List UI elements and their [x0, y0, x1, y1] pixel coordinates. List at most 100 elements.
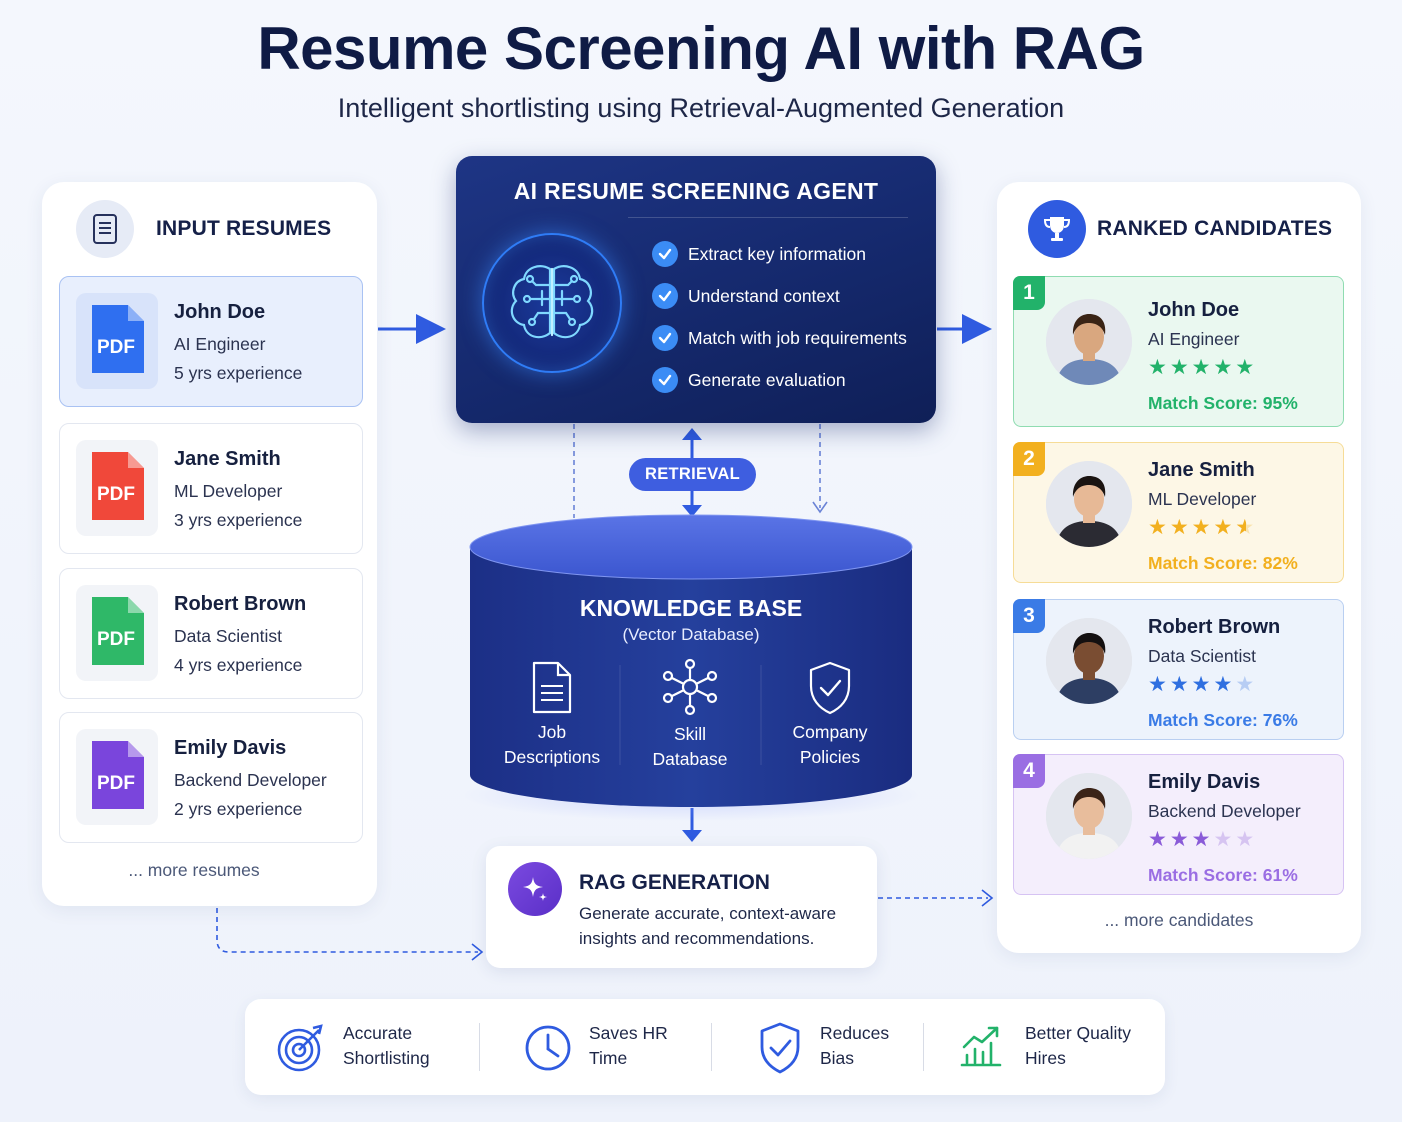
knowledge-base-subtitle: (Vector Database): [622, 625, 760, 644]
clock-icon: [525, 1025, 571, 1071]
avatar: [1046, 618, 1132, 704]
match-score: Match Score: 76%: [1148, 710, 1298, 730]
agent-step-label: Understand context: [688, 285, 840, 306]
candidate-role: Backend Developer: [1148, 801, 1301, 821]
candidate-rating: ★★★★★★★★★★: [1148, 515, 1257, 540]
star-icon: ★★: [1213, 356, 1236, 379]
star-icon: ★★: [1191, 516, 1214, 539]
rank-badge: 2: [1013, 442, 1045, 476]
star-icon: ★★: [1169, 673, 1192, 696]
resume-role: AI Engineer: [174, 334, 266, 354]
growth-chart-icon: [960, 1026, 1002, 1067]
candidate-name: Jane Smith: [1148, 459, 1255, 481]
avatar: [1046, 299, 1132, 385]
pdf-label: PDF: [97, 629, 135, 650]
shield-check-icon: [809, 661, 851, 715]
rank-badge: 4: [1013, 754, 1045, 788]
resume-role: Data Scientist: [174, 626, 282, 646]
pdf-file-icon: [92, 305, 144, 373]
resume-name: Jane Smith: [174, 448, 281, 470]
benefit-divider: [479, 1023, 480, 1071]
network-icon: [662, 658, 718, 716]
resume-name: Emily Davis: [174, 737, 287, 759]
pdf-file-icon: [92, 741, 144, 809]
agent-divider: [628, 217, 908, 218]
resume-name: Robert Brown: [174, 593, 307, 615]
more-resumes-link[interactable]: ... more resumes: [128, 860, 260, 880]
candidate-name: Emily Davis: [1148, 771, 1261, 793]
ai-screening-agent: AI RESUME SCREENING AGENT Extract key in…: [456, 156, 936, 423]
star-icon: ★★: [1169, 828, 1192, 851]
star-icon: ★★: [1169, 516, 1192, 539]
star-icon: ★★: [1213, 673, 1236, 696]
star-icon: ★★: [1169, 356, 1192, 379]
star-icon: ★★: [1235, 673, 1258, 696]
star-icon: ★★: [1148, 673, 1170, 696]
resume-role: ML Developer: [174, 481, 283, 501]
candidate-role: ML Developer: [1148, 489, 1257, 509]
star-icon: ★★: [1191, 828, 1214, 851]
shield-check-icon: [760, 1022, 800, 1074]
avatar: [1046, 773, 1132, 859]
candidate-role: AI Engineer: [1148, 329, 1240, 349]
pdf-label: PDF: [97, 337, 135, 358]
star-icon: ★★: [1148, 516, 1170, 539]
candidate-rating: ★★★★★★★★★★: [1148, 355, 1257, 380]
rag-title: RAG GENERATION: [579, 871, 770, 894]
agent-title: AI RESUME SCREENING AGENT: [513, 178, 879, 204]
pdf-file-icon: PDF: [76, 440, 158, 536]
star-icon: ★★: [1213, 828, 1236, 851]
pdf-file-icon: [92, 597, 144, 665]
resume-experience: 5 yrs experience: [174, 363, 303, 383]
pdf-file-icon: PDF: [76, 585, 158, 681]
resume-experience: 3 yrs experience: [174, 510, 303, 530]
brain-circuit-icon: [482, 233, 622, 373]
star-icon: ★★: [1235, 356, 1258, 379]
benefit-divider: [923, 1023, 924, 1071]
resume-card[interactable]: PDF John Doe AI Engineer 5 yrs experience: [59, 276, 363, 407]
document-icon: [76, 200, 134, 258]
candidate-name: Robert Brown: [1148, 616, 1281, 638]
match-score: Match Score: 82%: [1148, 553, 1298, 573]
pdf-label: PDF: [97, 484, 135, 505]
star-icon: ★★: [1148, 356, 1170, 379]
ranked-candidates-title: RANKED CANDIDATES: [1097, 217, 1333, 240]
agent-step: Generate evaluation: [652, 366, 846, 394]
pdf-file-icon: [92, 452, 144, 520]
candidate-role: Data Scientist: [1148, 646, 1256, 666]
resume-experience: 4 yrs experience: [174, 655, 303, 675]
rag-generation-card: RAG GENERATION Generate accurate, contex…: [486, 846, 877, 968]
check-icon: [652, 367, 678, 393]
page-title: Resume Screening AI with RAG: [257, 15, 1145, 82]
agent-step-label: Match with job requirements: [688, 327, 907, 348]
star-icon: ★★: [1235, 516, 1258, 539]
star-icon: ★★: [1191, 673, 1214, 696]
document-icon: [532, 661, 572, 714]
target-icon: [277, 1024, 323, 1072]
resume-card[interactable]: PDF Jane Smith ML Developer 3 yrs experienc…: [59, 423, 363, 554]
more-candidates-link[interactable]: ... more candidates: [1104, 910, 1254, 930]
resume-name: John Doe: [174, 301, 266, 323]
agent-step: Extract key information: [652, 240, 866, 268]
avatar: [1046, 461, 1132, 547]
match-score: Match Score: 95%: [1148, 393, 1298, 413]
star-icon: ★★: [1235, 828, 1258, 851]
rank-badge: 3: [1013, 599, 1045, 633]
